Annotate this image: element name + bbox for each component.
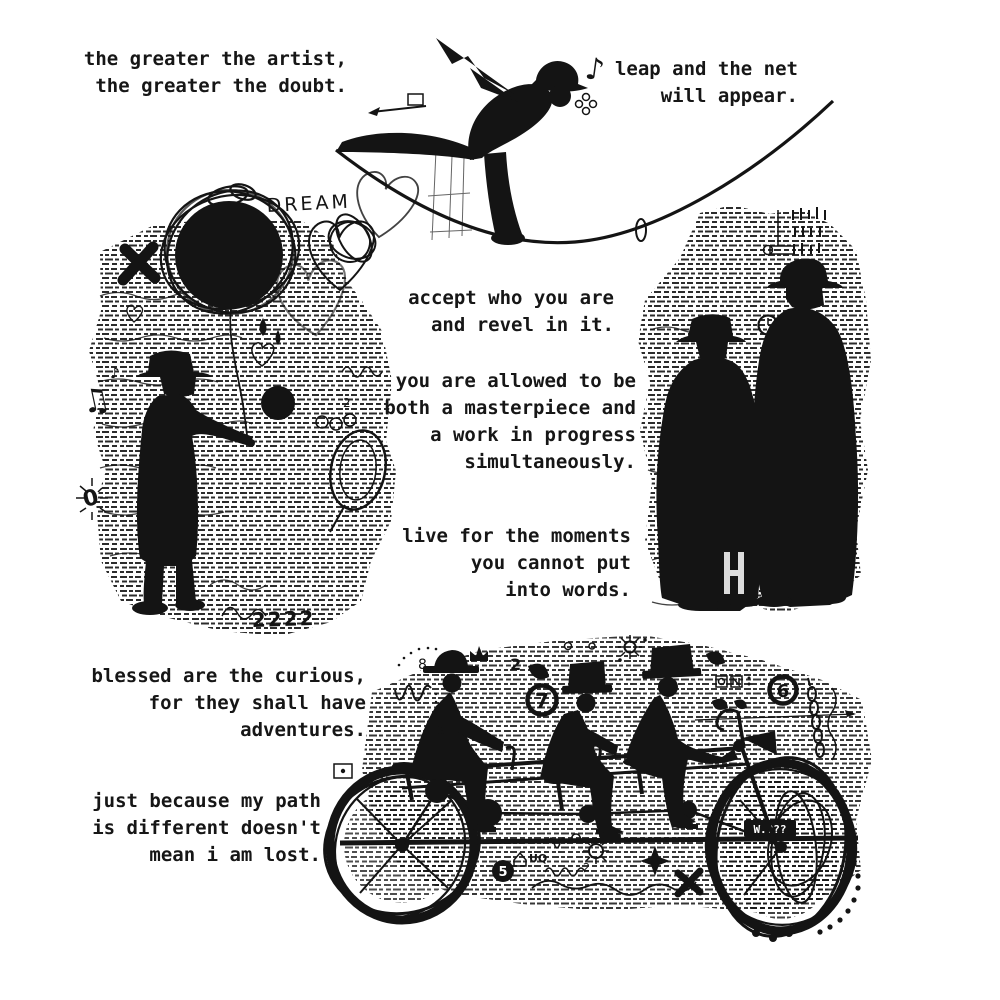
crown-doodle [470,646,488,661]
dotted-vline [434,692,439,762]
tiny-circle [563,641,573,651]
sketched-oval [329,429,387,533]
svg-text:0: 0 [80,485,101,513]
circled-seven: 7 [525,683,559,717]
quote-line: a work in progress [430,424,636,446]
quote-line: both a masterpiece and [384,397,636,419]
balloon-scribble-rings [159,183,301,316]
tick-marks [792,207,826,254]
circled-five: 5 [492,860,514,882]
pinwheel-doodle [574,92,598,116]
music-note-icon: ♪ [583,51,607,88]
x-mark-left [117,241,161,286]
quote-line: live for the moments [402,525,631,547]
two-men-figure [656,207,859,611]
scribble-2222-text: 2222 [251,606,315,632]
tiny-heart [126,304,144,323]
quote-line: and revel in it. [430,314,614,336]
rear-right-wheel: W.??? [704,756,861,942]
sun-doodle: 2 [583,838,609,874]
mmm-scribble [544,867,586,877]
balloon-man-silhouette [132,350,255,615]
quote-line: for they shall have [148,692,366,714]
dotted-arc [397,646,438,667]
four-point-star [640,846,670,876]
leaf-doodle [528,663,549,679]
arrow-doodle [368,93,427,116]
quote-line: accept who you are [408,287,614,309]
quote-line: into words. [505,579,631,601]
quote-line: is different doesn't [92,817,321,839]
scribble-ball [327,213,377,263]
rider-3-silhouette [626,644,738,829]
balloon-man-figure: ♫ ♪ 0 2 [76,171,419,632]
pipe-doodle [762,210,795,256]
quote-line: leap and the net [614,58,798,80]
right-man-silhouette [752,258,859,607]
rope-pulley [635,218,647,242]
three-text: 3 [437,724,445,738]
quote-moments: live for the moments you cannot put into… [402,523,631,604]
house-uq: UQ [513,851,547,867]
starburst-doodle [618,635,647,662]
quote-line: adventures. [240,719,366,741]
quote-line: just because my path [92,790,321,812]
small-balloon-ball [261,386,295,420]
horn-doodle [733,731,777,755]
quote-path: just because my path is different doesn'… [92,788,321,869]
quote-curious: blessed are the curious, for they shall … [91,663,366,744]
tiny-two-text: 2 [343,396,351,410]
svg-text:6: 6 [777,681,790,702]
rim-dots [752,861,861,942]
eight-text: 8. [418,657,431,673]
svg-text:UQ: UQ [529,852,547,865]
tiny-circle [588,642,596,650]
quote-line: mean i am lost. [149,844,321,866]
quote-line: you cannot put [470,552,631,574]
quote-line: the greater the doubt. [95,75,347,97]
loop-doodles [315,366,383,431]
walker-bowler-hat [530,60,588,92]
cursive-scribble [221,606,267,620]
sketch-lines [427,149,473,241]
left-man-silhouette [656,314,763,611]
quote-leap-net: leap and the net will appear. [615,56,798,110]
briefcase-detail [724,552,744,594]
quote-line: you are allowed to be [395,370,636,392]
balloon-string [229,308,249,445]
two-text: 2 [510,655,521,674]
bracket-icon [333,763,353,779]
quote-masterpiece: you are allowed to be both a masterpiece… [384,368,636,476]
cursive-line [531,879,697,896]
heart-scribble [275,171,419,337]
circled-six: 6 [767,674,799,706]
cursive-w-doodle [394,684,432,702]
icon-squares [715,675,751,688]
dream-text: DREAM [266,191,351,217]
hm-loops [547,833,582,849]
quote-artist-doubt: the greater the artist, the greater the … [84,46,347,100]
wavy-thread [827,687,837,761]
quote-line: simultaneously. [464,451,636,473]
quote-line: will appear. [660,85,798,107]
svg-text:5: 5 [498,865,507,880]
svg-text:7: 7 [535,689,549,713]
quote-line: blessed are the curious, [91,665,366,687]
tandem-bicycle-figure: W.??? [323,635,861,942]
quote-accept: accept who you are and revel in it. [408,285,614,339]
small-heart [251,342,275,367]
quote-line: the greater the artist, [83,48,347,70]
dream-balloon [175,201,283,309]
music-note-small-icon: ♪ [110,364,120,382]
starburst-zero: 0 [76,478,108,520]
tightrope-rope [335,99,835,245]
rider-2-silhouette [540,661,624,841]
walker-boot [491,231,525,245]
bike-doodles: 8. 2 7 3 [333,635,856,898]
rider-1-silhouette [410,650,504,833]
svg-text:2: 2 [583,861,590,874]
tightrope-walker-figure: ♪ [327,38,647,263]
